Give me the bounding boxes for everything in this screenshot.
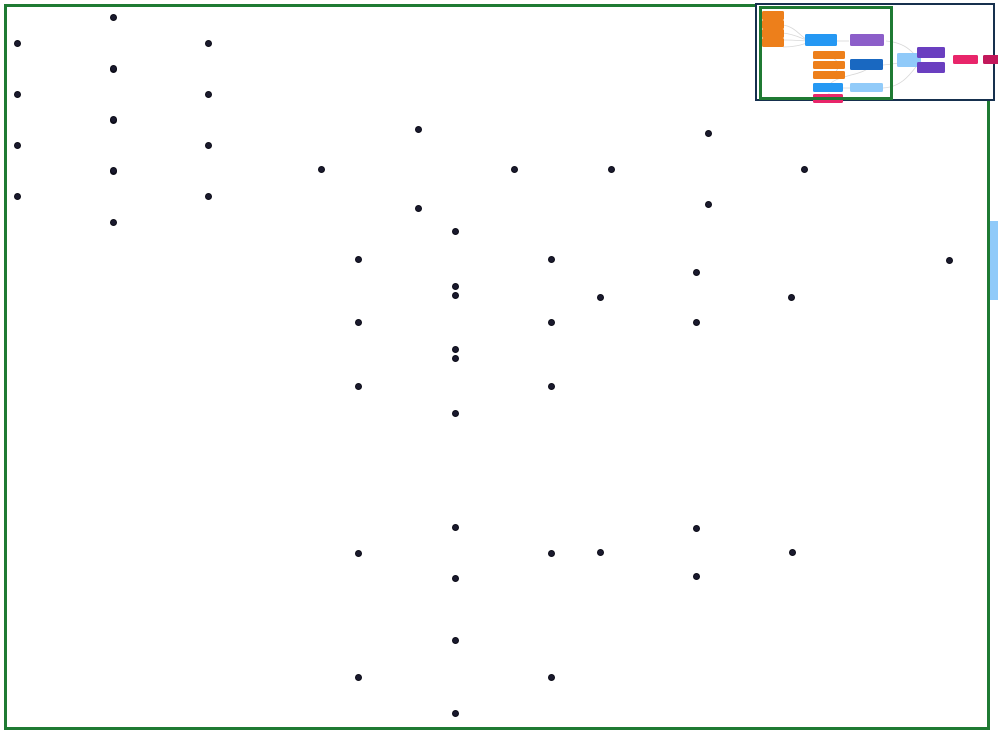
node-dissolved-oxygen[interactable]: Dissolved oxygen <box>355 355 555 417</box>
handle-top[interactable] <box>109 65 117 72</box>
handle-right[interactable] <box>548 319 555 326</box>
handle-top[interactable] <box>109 116 117 123</box>
handle-left[interactable] <box>355 255 362 263</box>
node-label-3-6-brood: 3-6 brood <box>665 543 728 560</box>
handle-bottom[interactable] <box>414 205 422 212</box>
handle-right[interactable] <box>205 142 212 149</box>
handle-top[interactable] <box>451 524 459 531</box>
node-label-cas-number: CAS number <box>70 34 155 51</box>
minimap-node-offscreen-purple-2 <box>917 62 945 73</box>
handle-bottom[interactable] <box>109 219 117 226</box>
handle-right[interactable] <box>205 193 212 200</box>
handle-left[interactable] <box>355 673 362 681</box>
node-stock-partial[interactable]: St <box>946 221 998 300</box>
node-hydrodynamic-size[interactable]: Hydrodynamic size <box>14 116 212 175</box>
handle-top[interactable] <box>451 637 459 644</box>
handle-left[interactable] <box>14 142 21 149</box>
edge-solubility-toxicant <box>208 93 317 171</box>
handle-bottom[interactable] <box>451 410 459 417</box>
handle-left[interactable] <box>14 91 21 98</box>
node-toxicant[interactable]: Toxicant (NM or chemical) <box>318 126 518 212</box>
handle-right[interactable] <box>205 40 212 47</box>
handle-left[interactable] <box>608 165 615 173</box>
node-daphnia-cultures[interactable]: Daphnia cultures <box>355 524 555 582</box>
handle-left[interactable] <box>597 294 604 301</box>
handle-left[interactable] <box>355 319 362 326</box>
node-label-toxicant: Toxicant (NM or chemical) <box>332 160 504 177</box>
handle-right[interactable] <box>548 382 555 390</box>
node-cas-number[interactable]: CAS number <box>14 14 212 73</box>
minimap-node-offscreen-purple-1 <box>917 47 945 58</box>
node-running-culture-observations[interactable]: Running culture observations <box>355 637 555 717</box>
handle-right[interactable] <box>788 294 795 301</box>
node-label-solubility: Solubility <box>83 85 143 102</box>
handle-left[interactable] <box>318 165 325 173</box>
node-label-hh-combo: HH COMBO <box>655 288 737 305</box>
edge-ph-hhcombo <box>550 258 598 299</box>
node-total-hardness[interactable]: Total hardness <box>355 292 555 353</box>
handle-top[interactable] <box>692 269 700 276</box>
handle-left[interactable] <box>597 549 604 556</box>
handle-top[interactable] <box>414 126 422 133</box>
edge-dissolved-oxygen-hhcombo <box>550 298 598 387</box>
node-hh-combo[interactable]: HH COMBO <box>597 269 795 326</box>
node-label-ph: pH <box>445 250 465 267</box>
edge-hydrodynamic-size-toxicant <box>208 144 317 172</box>
handle-right[interactable] <box>548 549 555 557</box>
handle-bottom[interactable] <box>692 319 700 326</box>
edge-cas-number-toxicant <box>208 42 317 171</box>
handle-top[interactable] <box>693 525 700 532</box>
handle-bottom[interactable] <box>451 575 459 582</box>
minimap-node-offscreen-pink-1 <box>953 55 978 64</box>
node-label-surface-charge: Surface charge <box>63 187 163 204</box>
minimap-node-offscreen-pink-2 <box>983 55 998 64</box>
handle-left[interactable] <box>355 549 362 557</box>
handle-bottom[interactable] <box>451 710 459 717</box>
handle-right[interactable] <box>548 673 555 681</box>
handle-bottom[interactable] <box>451 346 459 353</box>
handle-top[interactable] <box>109 14 117 21</box>
handle-top[interactable] <box>451 228 459 235</box>
handle-top[interactable] <box>451 292 459 299</box>
handle-left[interactable] <box>946 257 953 264</box>
node-label-stock-partial: St <box>968 251 982 268</box>
node-ph[interactable]: pH <box>355 228 555 290</box>
node-label-total-hardness: Total hardness <box>407 313 503 330</box>
node-label-dissolved-oxygen: Dissolved oxygen <box>397 377 513 394</box>
handle-left[interactable] <box>355 382 362 390</box>
handle-left[interactable] <box>14 193 21 200</box>
node-label-running-culture-observations: Running culture observations <box>403 658 507 694</box>
handle-right[interactable] <box>511 165 518 173</box>
handle-left[interactable] <box>14 40 21 47</box>
edge-hhcombo-stock <box>792 259 946 298</box>
node-label-preparation-of-stock-solutions: Preparation of stock solutions <box>642 150 774 186</box>
handle-bottom[interactable] <box>451 283 459 290</box>
edge-total-hardness-hhcombo <box>550 296 598 323</box>
handle-top[interactable] <box>109 167 117 174</box>
node-surface-charge[interactable]: Surface charge <box>14 167 212 226</box>
node-3-6-brood[interactable]: 3-6 brood <box>597 525 796 580</box>
handle-right[interactable] <box>801 165 808 173</box>
handle-right[interactable] <box>548 255 555 263</box>
node-solubility[interactable]: Solubility <box>14 65 212 124</box>
node-preparation-of-stock-solutions[interactable]: Preparation of stock solutions <box>608 130 808 208</box>
handle-top[interactable] <box>704 130 712 137</box>
handle-bottom[interactable] <box>693 573 700 580</box>
node-label-daphnia-cultures: Daphnia cultures <box>399 544 511 561</box>
node-label-hydrodynamic-size: Hydrodynamic size <box>50 136 176 153</box>
minimap[interactable] <box>755 3 998 103</box>
edge-brood-stock <box>792 262 947 553</box>
handle-right[interactable] <box>205 91 212 98</box>
handle-bottom[interactable] <box>704 201 712 208</box>
edge-surface-charge-toxicant <box>208 168 317 197</box>
handle-right[interactable] <box>789 549 796 556</box>
edge-preparation-stock <box>805 168 946 261</box>
minimap-viewport-indicator[interactable] <box>759 6 893 100</box>
handle-top[interactable] <box>451 355 459 362</box>
